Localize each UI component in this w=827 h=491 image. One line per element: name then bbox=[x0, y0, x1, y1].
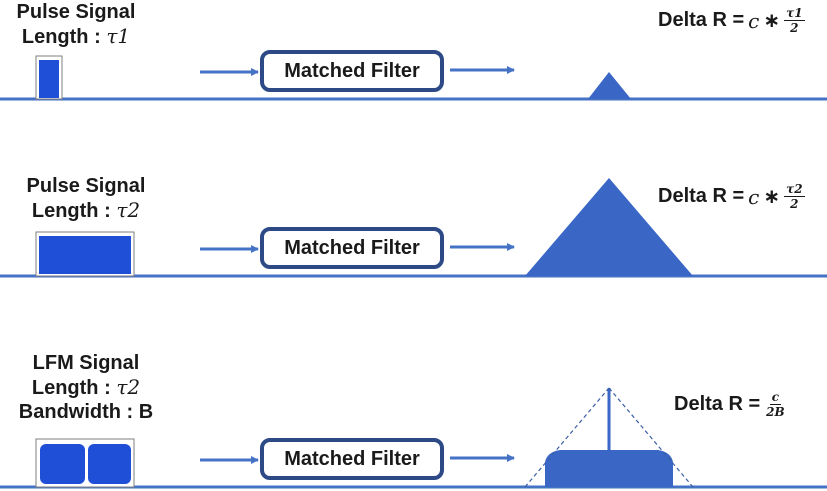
row-2-fraction: τ2 2 bbox=[784, 182, 805, 211]
row-1-length-prefix: Length : bbox=[21, 26, 107, 48]
row-3-frac-num: c bbox=[769, 390, 782, 405]
matched-filter-box-row-2: Matched Filter bbox=[260, 227, 444, 269]
pulse-signal-short-fill bbox=[39, 60, 59, 98]
row-2-frac-den: 2 bbox=[790, 197, 799, 211]
row-2-formula-c: c bbox=[748, 184, 760, 209]
row-2-formula-prefix: Delta R = bbox=[658, 185, 745, 207]
row-1-formula-op: ∗ bbox=[763, 10, 781, 32]
row-1-length-symbol: τ1 bbox=[106, 24, 131, 48]
row-3-length-prefix: Length : bbox=[31, 377, 117, 399]
row-1-formula-c: c bbox=[748, 8, 760, 33]
row-2-formula-op: ∗ bbox=[763, 186, 781, 208]
row-3-formula: Delta R = c 2B bbox=[674, 390, 787, 419]
row-1-fraction: τ1 2 bbox=[784, 6, 805, 35]
pulse-signal-long-fill bbox=[39, 236, 131, 274]
row-2-frac-num: τ2 bbox=[784, 182, 805, 197]
output-peak-narrow bbox=[588, 72, 631, 99]
row-3-bandwidth: Bandwidth : B bbox=[18, 401, 154, 423]
lfm-signal-fill-left bbox=[40, 444, 85, 484]
row-3-title: LFM Signal bbox=[32, 352, 140, 374]
row-1-formula: Delta R = c ∗ τ1 2 bbox=[658, 6, 805, 35]
row-2-length: Length : τ2 bbox=[16, 198, 156, 223]
output-compressed-pulse bbox=[545, 450, 673, 487]
row-3-formula-prefix: Delta R = bbox=[674, 393, 761, 415]
row-1-signal-label: Pulse Signal Length : τ1 bbox=[6, 0, 146, 49]
row-1-frac-den: 2 bbox=[790, 21, 799, 35]
row-3-length: Length : τ2 bbox=[16, 375, 156, 400]
matched-filter-box-row-3: Matched Filter bbox=[260, 438, 444, 480]
lfm-signal-fill-right bbox=[88, 444, 131, 484]
envelope-left-dashed bbox=[524, 387, 610, 488]
row-1-length: Length : τ1 bbox=[6, 24, 146, 49]
row-3-frac-den: 2B bbox=[766, 405, 785, 419]
output-peak-wide bbox=[525, 178, 693, 276]
row-2-title: Pulse Signal bbox=[26, 175, 146, 197]
row-3-fraction: c 2B bbox=[764, 390, 787, 419]
row-3-length-symbol: τ2 bbox=[116, 375, 141, 399]
row-2-signal-label: Pulse Signal Length : τ2 bbox=[16, 174, 156, 223]
row-2-length-symbol: τ2 bbox=[116, 198, 141, 222]
row-1-frac-num: τ1 bbox=[784, 6, 805, 21]
envelope-right-dashed bbox=[608, 387, 694, 488]
matched-filter-box-row-1: Matched Filter bbox=[260, 50, 444, 92]
row-2-formula: Delta R = c ∗ τ2 2 bbox=[658, 182, 805, 211]
row-2-length-prefix: Length : bbox=[31, 200, 117, 222]
row-3-signal-label: LFM Signal Length : τ2 Bandwidth : B bbox=[16, 351, 156, 424]
row-1-formula-prefix: Delta R = bbox=[658, 9, 745, 31]
row-1-title: Pulse Signal bbox=[16, 1, 136, 23]
